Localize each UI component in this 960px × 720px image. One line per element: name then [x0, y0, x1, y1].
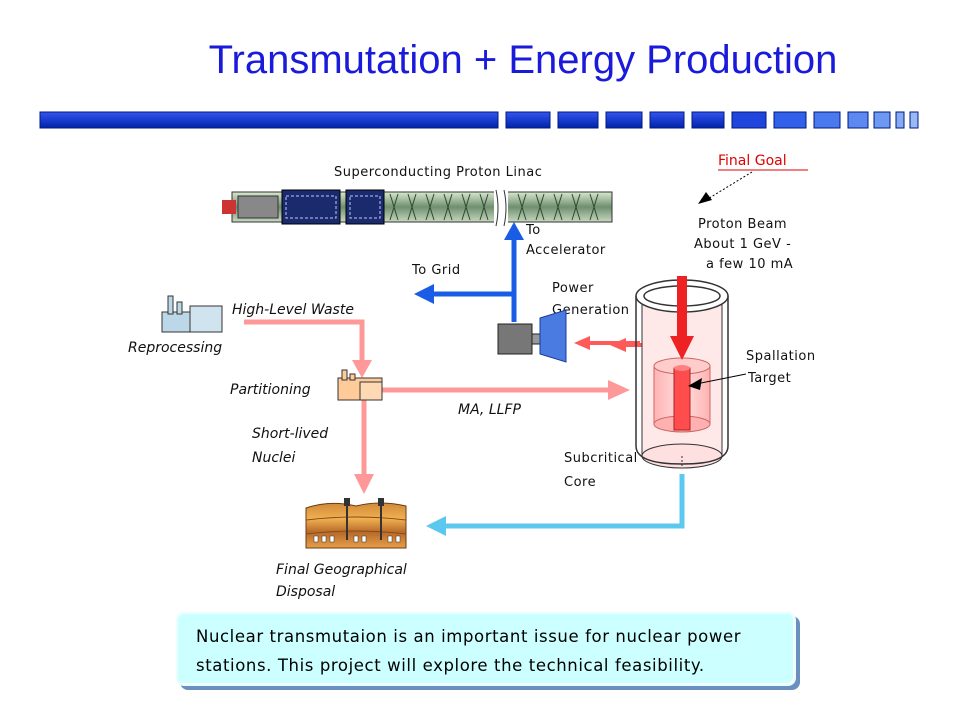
disposal-arrowhead [426, 516, 446, 536]
short-lived-label-1: Short-lived [252, 426, 328, 442]
waste-flow-arrows [244, 319, 610, 476]
power-generation-label-2: Generation [552, 303, 630, 318]
reprocessing-label: Reprocessing [128, 340, 222, 356]
to-accelerator-label-1: To [525, 223, 541, 238]
beam-arrowhead [670, 336, 694, 360]
power-arrows [432, 238, 517, 322]
disposal-label-2: Disposal [276, 584, 335, 600]
spallation-pointer-head [688, 378, 702, 390]
beam-arrow-shaft [677, 276, 687, 338]
ma-llfp-label: MA, LLFP [458, 402, 521, 418]
power-generation-label-1: Power [552, 281, 594, 296]
to-grid-label: To Grid [411, 263, 461, 278]
to-accelerator-label-2: Accelerator [526, 243, 606, 258]
to-grid-arrowhead [414, 284, 434, 304]
disposal-label-1: Final Geographical [276, 562, 407, 578]
partitioning-label: Partitioning [230, 382, 311, 398]
to-accelerator-arrowhead [504, 222, 524, 240]
beam-label-1: Proton Beam [698, 217, 787, 232]
ma-llfp-arrowhead [608, 380, 630, 400]
note-box: Nuclear transmutaion is an important iss… [176, 612, 796, 686]
beam-label-2: About 1 GeV - [694, 237, 791, 252]
spallation-pointer [695, 373, 747, 385]
heat-arrowhead-1 [574, 336, 590, 350]
goal-pointer-line [705, 171, 753, 201]
spallation-label-2: Target [747, 371, 791, 386]
subcritical-label-2: Core [564, 475, 596, 490]
short-lived-arrowhead [354, 474, 374, 494]
header-bar [39, 111, 919, 129]
geological-disposal [305, 498, 407, 549]
power-generator [497, 309, 567, 363]
note-line-1: Nuclear transmutaion is an important iss… [196, 627, 742, 646]
linac-label: Superconducting Proton Linac [334, 165, 542, 180]
heat-arrowhead-2 [610, 338, 626, 352]
proton-linac [222, 188, 613, 227]
reprocessing-plant [161, 295, 223, 333]
partition-arrowhead [352, 360, 372, 378]
spallation-label-1: Spallation [746, 349, 816, 364]
final-goal-label: Final Goal [718, 153, 787, 169]
subcritical-label-1: Subcritical [564, 451, 638, 466]
disposal-flow-arrow [444, 474, 685, 529]
beam-label-3: a few 10 mA [706, 257, 793, 272]
goal-pointer-arrowhead [698, 192, 712, 204]
short-lived-label-2: Nuclei [252, 450, 296, 466]
high-level-waste-label: High-Level Waste [232, 302, 354, 318]
partitioning-plant [337, 369, 383, 401]
slide-title: Transmutation + Energy Production [208, 38, 838, 82]
note-line-2: stations. This project will explore the … [196, 656, 705, 675]
